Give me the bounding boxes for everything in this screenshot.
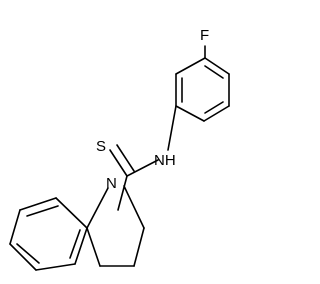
ring-bond [86, 227, 101, 267]
ring-bond [9, 209, 21, 245]
ring-bond [9, 243, 37, 271]
aromatic-inner-bond [69, 229, 81, 259]
bond-ring-nh [167, 105, 177, 151]
ring-bond [19, 197, 57, 211]
molecule-structure: F S NH N [9, 27, 230, 271]
atom-label-amide-nitrogen: NH [154, 152, 176, 169]
ring-bond [204, 57, 230, 75]
atom-label-fluorine: F [200, 27, 209, 44]
ring-bond [86, 187, 109, 229]
ring-bond [203, 105, 230, 122]
ring-bond [35, 263, 76, 271]
aromatic-inner-bond [26, 205, 59, 217]
fluorophenyl-ring [175, 45, 230, 122]
ring-bond [133, 227, 145, 267]
ring-bond [175, 105, 205, 122]
bond-c-s-double [109, 149, 128, 177]
aromatic-inner-bond [204, 101, 224, 114]
ring-bond [74, 227, 88, 265]
bond-c-n [117, 175, 128, 211]
ring-bond [55, 197, 88, 229]
aromatic-inner-bond [204, 65, 224, 79]
atom-label-ring-nitrogen: N [106, 175, 117, 192]
bond-c-s-double [116, 144, 135, 172]
aromatic-inner-bond [16, 243, 40, 264]
bond-nh-c [126, 159, 159, 177]
atom-label-sulfur: S [96, 138, 106, 155]
indoline-pyrrolidine-ring [86, 185, 145, 267]
indoline-benzene-ring [9, 197, 88, 271]
ring-bond [123, 185, 145, 229]
ring-bond [175, 57, 206, 75]
